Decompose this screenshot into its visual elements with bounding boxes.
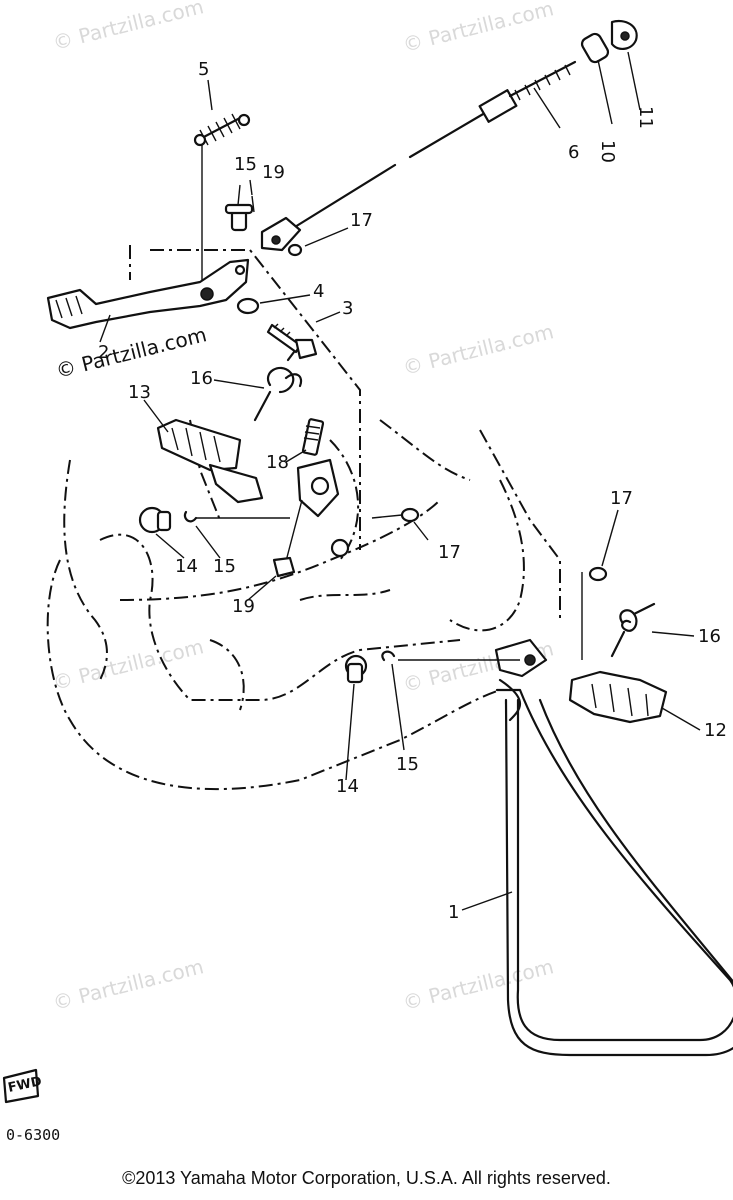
watermarks: © Partzilla.com © Partzilla.com © Partzi…	[50, 0, 556, 1015]
brake-pedal-part-2	[46, 258, 250, 330]
callout-label: 19	[232, 596, 255, 617]
callout-label: 4	[313, 281, 324, 302]
watermark: © Partzilla.com	[50, 0, 206, 55]
watermark: © Partzilla.com	[400, 319, 556, 380]
callout-label: 17	[610, 488, 633, 509]
callout-label: 1	[448, 902, 459, 923]
callout-label: 5	[198, 59, 209, 80]
callout-label: 2	[98, 342, 109, 363]
pivot-bolt-parts-3-4	[236, 297, 318, 360]
callout-label: 17	[350, 210, 373, 231]
callout-label: 13	[128, 382, 151, 403]
watermark: © Partzilla.com	[400, 954, 556, 1015]
left-footpeg-assembly	[138, 350, 350, 578]
watermark-dark: © Partzilla.com	[53, 322, 209, 383]
callout-labels: 5 15 19 17 4 3 6 10 11 2 13 16 18 19 14 …	[98, 59, 727, 923]
leader-lines	[99, 51, 701, 911]
fwd-label: FWD	[7, 1074, 44, 1096]
fwd-indicator: FWD	[2, 1068, 44, 1104]
callout-label: 17	[438, 542, 461, 563]
right-footpeg-assembly	[344, 507, 733, 1057]
spring-part-5	[193, 113, 251, 290]
callout-label: 14	[336, 776, 359, 797]
watermark: © Partzilla.com	[400, 0, 556, 57]
callout-label: 6	[568, 142, 579, 163]
callout-label: 16	[190, 368, 213, 389]
watermark: © Partzilla.com	[50, 634, 206, 695]
callout-label: 15	[234, 154, 257, 175]
copyright-notice: ©2013 Yamaha Motor Corporation, U.S.A. A…	[122, 1168, 611, 1188]
adjuster-parts-10-11	[580, 19, 638, 64]
clevis-assembly	[224, 195, 303, 257]
watermark: © Partzilla.com	[50, 954, 206, 1015]
callout-label: 16	[698, 626, 721, 647]
brake-rod-part-6	[288, 60, 577, 232]
callout-label: 12	[704, 720, 727, 741]
callout-label: 15	[396, 754, 419, 775]
callout-label: 18	[266, 452, 289, 473]
frame-phantom-lines	[46, 245, 561, 791]
callout-label: 3	[342, 298, 353, 319]
callout-label: 15	[213, 556, 236, 577]
diagram-code: 0-6300	[6, 1126, 60, 1144]
callout-label: 19	[262, 162, 285, 183]
callout-label: 11	[635, 106, 656, 129]
callout-label: 10	[597, 140, 618, 163]
callout-label: 14	[175, 556, 198, 577]
